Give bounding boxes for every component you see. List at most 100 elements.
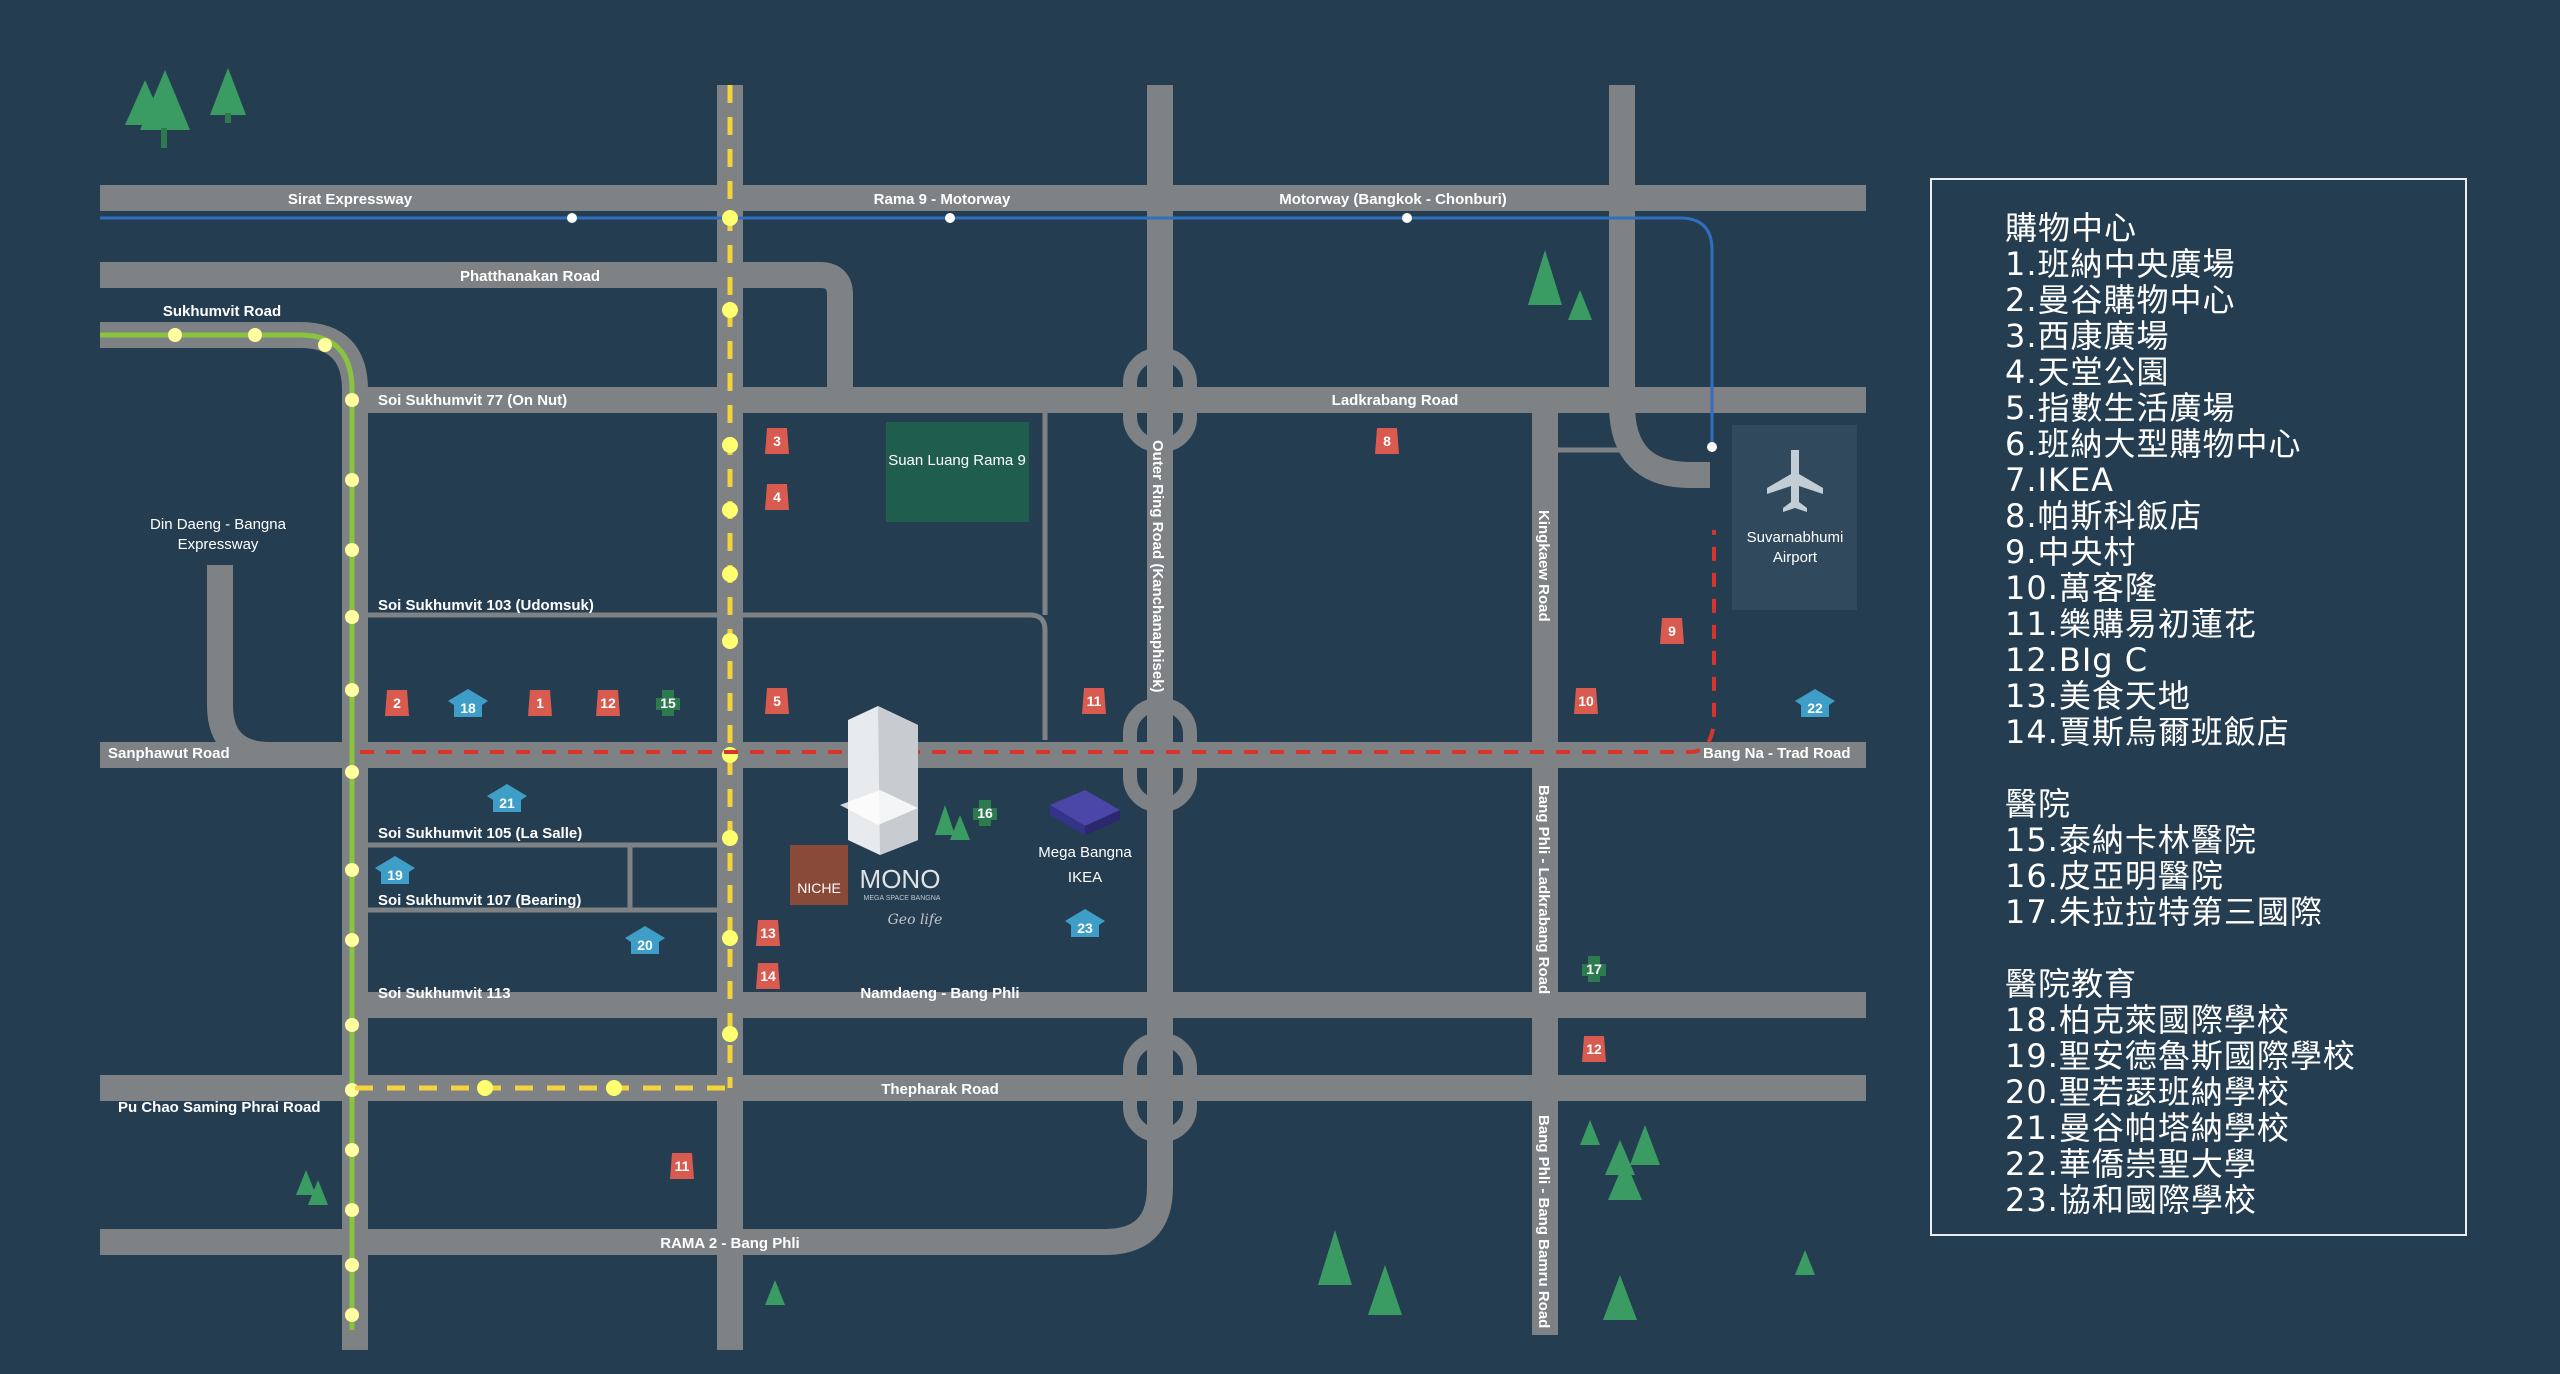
shopping-pin: 1: [528, 690, 552, 716]
education-pin-label: 20: [637, 937, 653, 953]
legend-item: 19.聖安德魯斯國際學校: [2005, 1037, 2356, 1075]
label-rama2: RAMA 2 - Bang Phli: [660, 1235, 799, 1252]
education-pin: 19: [375, 856, 415, 884]
label-soi103: Soi Sukhumvit 103 (Udomsuk): [378, 597, 594, 614]
label-phatthanakan: Phatthanakan Road: [460, 268, 600, 285]
hospital-pin: 17: [1582, 956, 1606, 982]
shopping-pin-label: 12: [600, 695, 616, 711]
roads: [100, 85, 1866, 1350]
label-sanphawut: Sanphawut Road: [108, 745, 230, 762]
education-pin-label: 23: [1077, 920, 1093, 936]
legend-item: 6.班納大型購物中心: [2005, 425, 2302, 463]
label-sukhumvit: Sukhumvit Road: [163, 303, 281, 320]
label-din-daeng: Din Daeng - Bangna: [150, 516, 287, 533]
label-soi107: Soi Sukhumvit 107 (Bearing): [378, 892, 581, 909]
shopping-pin: 8: [1375, 428, 1399, 454]
label-mono-sub: MEGA SPACE BANGNA: [864, 895, 941, 902]
legend-item: 5.指數生活廣場: [2005, 389, 2236, 427]
shopping-pin-label: 3: [773, 433, 781, 449]
legend-item: 7.IKEA: [2005, 461, 2115, 499]
shopping-pin: 2: [385, 690, 409, 716]
label-bangphli-bangbamru: Bang Phli - Bang Bamru Road: [1535, 1115, 1552, 1328]
education-pin: 22: [1795, 689, 1835, 717]
legend-item: 4.天堂公園: [2005, 353, 2170, 391]
park-area: [886, 422, 1029, 522]
label-ladkrabang: Ladkrabang Road: [1332, 392, 1459, 409]
hospital-pin-label: 17: [1586, 961, 1602, 977]
shopping-pin-label: 1: [536, 695, 544, 711]
education-pin: 23: [1065, 909, 1105, 937]
shopping-pin-label: 12: [1586, 1041, 1602, 1057]
airport-label: Suvarnabhumi Airport: [1746, 529, 1844, 566]
shopping-pin: 12: [596, 690, 620, 716]
shopping-pin-label: 9: [1668, 623, 1676, 639]
mono-building: [790, 706, 918, 905]
shopping-pin-label: 5: [773, 693, 781, 709]
education-pin-label: 18: [460, 700, 476, 716]
education-pin-label: 21: [499, 795, 515, 811]
shopping-pin-label: 11: [675, 1158, 690, 1174]
shopping-pin: 13: [756, 920, 780, 946]
label-namdaeng: Namdaeng - Bang Phli: [860, 985, 1019, 1002]
label-ikea: IKEA: [1068, 869, 1102, 886]
legend-item: 20.聖若瑟班納學校: [2005, 1073, 2290, 1111]
label-kingkaew: Kingkaew Road: [1535, 510, 1552, 622]
legend-hospital-title: 醫院: [2005, 785, 2072, 823]
education-pin: 18: [448, 689, 488, 717]
label-soi105: Soi Sukhumvit 105 (La Salle): [378, 825, 582, 842]
label-bangphli-ladkrabang: Bang Phli - Ladkrabang Road: [1535, 785, 1552, 994]
label-pu-chao: Pu Chao Saming Phrai Road: [118, 1099, 321, 1116]
transit-lines: [100, 85, 1717, 1330]
shopping-pin: 11: [1082, 688, 1106, 714]
education-pin: 21: [487, 784, 527, 812]
mega-bangna-icon: [1050, 790, 1120, 835]
shopping-pin-label: 8: [1383, 433, 1391, 449]
legend-item: 2.曼谷購物中心: [2005, 281, 2236, 319]
legend-item: 11.樂購易初蓮花: [2005, 605, 2257, 643]
legend-item: 21.曼谷帕塔納學校: [2005, 1109, 2290, 1147]
shopping-pin: 11: [670, 1153, 694, 1179]
legend-item: 9.中央村: [2005, 533, 2137, 571]
label-bangna-trad: Bang Na - Trad Road: [1703, 745, 1851, 762]
label-sirat: Sirat Expressway: [288, 191, 413, 208]
shopping-pin: 14: [756, 963, 780, 989]
legend-shopping-title: 購物中心: [2005, 209, 2138, 247]
legend-item: 13.美食天地: [2005, 677, 2191, 715]
shopping-pin-label: 11: [1087, 693, 1102, 709]
education-pin-label: 22: [1807, 700, 1823, 716]
shopping-pin-label: 2: [393, 695, 401, 711]
label-outer-ring: Outer Ring Road (Kanchanaphisek): [1149, 440, 1166, 693]
shopping-pin: 3: [765, 428, 789, 454]
label-soi113: Soi Sukhumvit 113: [378, 985, 511, 1002]
label-geo: Geo life: [888, 912, 943, 928]
route-map: Suan Luang Rama 9 Suvarnabhumi Airport 1…: [100, 68, 1866, 1350]
education-pin: 20: [625, 926, 665, 954]
hospital-pin: 15: [656, 690, 680, 716]
shopping-pin-label: 10: [1578, 693, 1594, 709]
legend-item: 3.西康廣場: [2005, 317, 2170, 355]
shopping-pin: 4: [765, 484, 789, 510]
shopping-pin: 12: [1582, 1036, 1606, 1062]
education-pin-label: 19: [387, 867, 403, 883]
park-label: Suan Luang Rama 9: [888, 452, 1026, 469]
shopping-pin-label: 13: [760, 925, 776, 941]
hospital-pin-label: 15: [660, 695, 676, 711]
hospital-pin: 16: [973, 800, 997, 826]
legend-item: 14.賈斯烏爾班飯店: [2005, 713, 2290, 751]
label-niche: NICHE: [797, 880, 841, 896]
legend-item: 23.協和國際學校: [2005, 1181, 2257, 1219]
label-thepharak: Thepharak Road: [881, 1081, 999, 1098]
label-mega-bangna: Mega Bangna: [1038, 844, 1132, 861]
road-labels: Sirat Expressway Rama 9 - Motorway Motor…: [108, 191, 1851, 1328]
label-motorway: Motorway (Bangkok - Chonburi): [1279, 191, 1507, 208]
label-soi77: Soi Sukhumvit 77 (On Nut): [378, 392, 567, 409]
shopping-pin: 10: [1574, 688, 1598, 714]
legend-item: 1.班納中央廣場: [2005, 245, 2236, 283]
label-din-daeng-2: Expressway: [178, 536, 259, 553]
legend-item: 10.萬客隆: [2005, 569, 2158, 607]
